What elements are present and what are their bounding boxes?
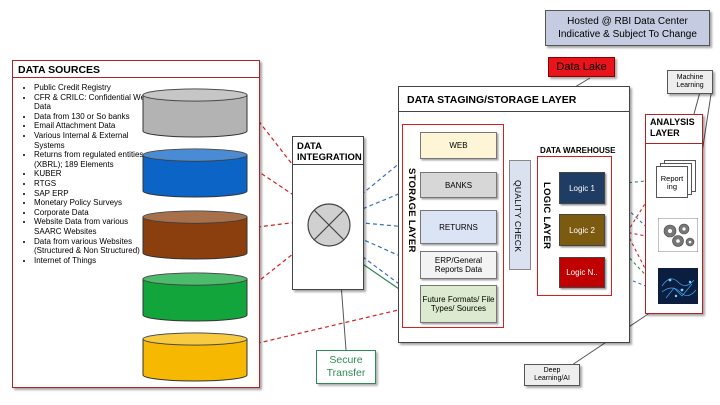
reporting-line2: ing — [666, 182, 677, 191]
data-integration-title-line2: INTEGRATION — [297, 152, 362, 163]
data-warehouse-title: DATA WAREHOUSE — [540, 146, 616, 155]
quality-check-label: QUALITY CHECK — [513, 180, 523, 253]
data-lake-text: Data Lake — [556, 61, 607, 73]
data-source-item: RTGS — [34, 179, 154, 189]
logic-box-2: Logic 2 — [559, 214, 605, 246]
deep-learning-line1: Deep — [543, 367, 561, 374]
data-source-item: Website Data from various SAARC Websites — [34, 217, 154, 236]
data-source-item: Monetary Policy Surveys — [34, 198, 154, 208]
data-sources-list: Public Credit RegistryCFR & CRILC: Confi… — [18, 83, 154, 265]
storage-box-banks-label: BANKS — [444, 180, 473, 190]
database-cylinder — [142, 272, 248, 322]
staging-title: DATA STAGING/STORAGE LAYER — [407, 94, 577, 106]
reporting-line1: Report — [660, 174, 684, 183]
data-source-item: Returns from regulated entities (XBRL); … — [34, 150, 154, 169]
analysis-layer-title: ANALYSIS LAYER — [650, 117, 695, 139]
hosted-note-line2: Indicative & Subject To Change — [558, 29, 697, 40]
source-database-cylinders — [142, 88, 248, 382]
storage-box-returns: RETURNS — [420, 210, 497, 244]
hosted-note-line1: Hosted @ RBI Data Center — [567, 16, 688, 27]
machine-learning-line1: Machine — [676, 74, 704, 81]
storage-box-banks: BANKS — [420, 172, 497, 198]
data-source-item: Data from various Websites (Structured &… — [34, 237, 154, 256]
data-sources-title: DATA SOURCES — [18, 64, 101, 76]
ai-brain-icon — [658, 268, 698, 304]
logic-box-n: Logic N.. — [559, 257, 605, 288]
storage-box-web: WEB — [420, 132, 497, 159]
data-source-item: KUBER — [34, 169, 154, 179]
logic-layer-label: LOGIC LAYER — [541, 182, 552, 250]
storage-box-future-label: Future Formats/ File Types/ Sources — [422, 295, 495, 313]
reporting-documents-icon: Report ing — [656, 160, 700, 200]
secure-transfer-label: Secure Transfer — [316, 350, 376, 384]
data-source-item: Public Credit Registry — [34, 83, 154, 93]
integration-hub-icon — [307, 203, 351, 247]
secure-transfer-line2: Transfer — [326, 367, 366, 379]
storage-layer-frame — [402, 124, 504, 328]
data-source-item: Corporate Data — [34, 208, 154, 218]
analysis-title-line2: LAYER — [650, 128, 680, 138]
logic-box-n-label: Logic N.. — [566, 268, 598, 277]
secure-transfer-line1: Secure — [329, 354, 363, 366]
storage-box-erp-label: ERP/General Reports Data — [434, 256, 483, 274]
quality-check-bar — [509, 160, 531, 270]
gears-icon — [658, 218, 698, 252]
analysis-title-line1: ANALYSIS — [650, 117, 695, 127]
logic-box-1: Logic 1 — [559, 172, 605, 204]
data-source-item: CFR & CRILC: Confidential Web Data — [34, 93, 154, 112]
deep-learning-tag: Deep Learning/AI — [524, 364, 580, 386]
database-cylinder — [142, 88, 248, 138]
data-source-item: SAP ERP — [34, 189, 154, 199]
data-lake-label: Data Lake — [548, 57, 615, 77]
storage-box-erp: ERP/General Reports Data — [420, 251, 497, 279]
machine-learning-tag: Machine Learning — [667, 70, 713, 94]
machine-learning-line2: Learning — [676, 82, 704, 89]
data-source-item: Internet of Things — [34, 256, 154, 266]
data-source-item: Data from 130 or So banks — [34, 112, 154, 122]
data-integration-title: DATA INTEGRATION — [297, 141, 362, 163]
deep-learning-line2: Learning/AI — [534, 375, 570, 382]
data-warehouse-frame — [537, 156, 612, 296]
hosted-note: Hosted @ RBI Data Center Indicative & Su… — [545, 10, 710, 46]
storage-box-future: Future Formats/ File Types/ Sources — [420, 285, 497, 323]
database-cylinder — [142, 210, 248, 260]
data-integration-title-line1: DATA — [297, 141, 322, 152]
data-sources-panel: DATA SOURCES Public Credit RegistryCFR &… — [12, 60, 260, 388]
storage-box-returns-label: RETURNS — [439, 222, 478, 232]
database-cylinder — [142, 332, 248, 382]
logic-box-2-label: Logic 2 — [569, 225, 595, 235]
storage-layer-label: STORAGE LAYER — [406, 168, 417, 253]
data-source-item: Various Internal & External Systems — [34, 131, 154, 150]
storage-box-web-label: WEB — [449, 141, 468, 150]
data-source-item: Email Attachment Data — [34, 121, 154, 131]
logic-box-1-label: Logic 1 — [569, 183, 595, 193]
data-integration-panel: DATA INTEGRATION — [292, 136, 364, 290]
database-cylinder — [142, 148, 248, 198]
